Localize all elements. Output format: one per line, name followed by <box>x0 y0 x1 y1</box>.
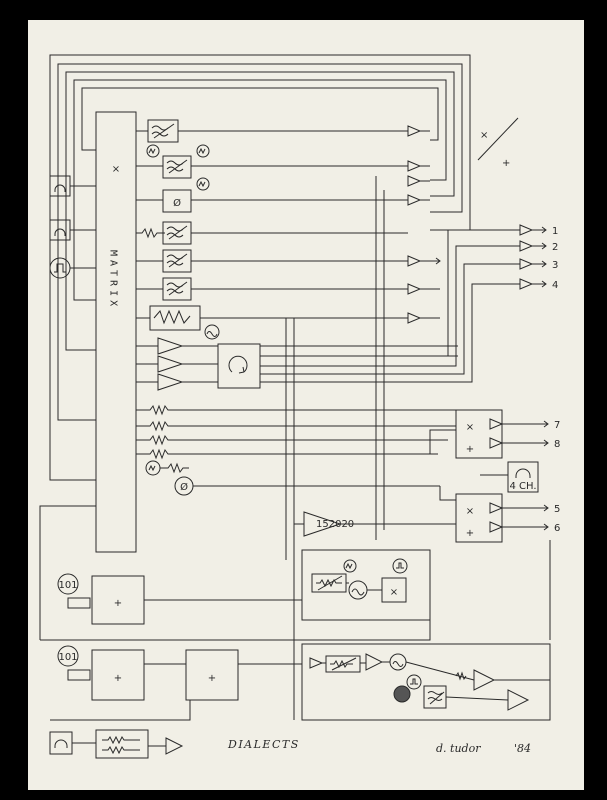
middle-processing-group: × <box>301 549 431 621</box>
headphone-icon <box>515 468 531 478</box>
corner-times: × <box>480 130 488 141</box>
mixer-plus-3: + <box>114 598 122 609</box>
oscillator-c <box>196 177 210 191</box>
mixer-plus-1: + <box>466 444 474 455</box>
speaker-2 <box>57 645 79 667</box>
oscillator-e <box>145 460 161 476</box>
rotation-module <box>217 343 261 389</box>
speaker-1 <box>57 573 79 595</box>
phase-symbol-2: Ø <box>180 481 188 493</box>
waveform-module <box>149 305 201 331</box>
input-sources <box>49 175 96 279</box>
mixer-5-6: × + 5 6 <box>429 429 560 543</box>
lower-mixers: 101 + 101 + + <box>39 505 431 721</box>
mixer-plus-4: + <box>114 673 122 684</box>
drawing-title: DIALECTS <box>227 738 300 751</box>
mixer-times-1: × <box>466 422 474 433</box>
corner-plus: + <box>502 158 510 169</box>
oscillator-b <box>196 144 210 158</box>
matrix-symbol: × <box>112 164 120 175</box>
year: '84 <box>514 742 531 755</box>
mixer-plus-2: + <box>466 528 474 539</box>
mixer-7-8: × + 7 8 <box>455 409 560 459</box>
bottom-input-strip <box>49 729 184 759</box>
xor-symbol: × + <box>477 117 519 169</box>
speaker-label-2: 101 <box>58 652 77 663</box>
output-label-4: 4 <box>552 280 558 291</box>
matrix-label: MATRIX <box>108 250 119 310</box>
output-label-3: 3 <box>552 260 558 271</box>
output-label-5: 5 <box>554 504 560 515</box>
resistor-3 <box>136 434 448 446</box>
four-channel-module: 4 CH. <box>480 461 539 493</box>
amp-label: 152020 <box>316 519 354 530</box>
oscillator-a <box>146 144 160 158</box>
output-label-7: 7 <box>554 420 560 431</box>
mixer-times-2: × <box>466 506 474 517</box>
signature: d. tudor <box>436 742 481 755</box>
headphone-input-2 <box>49 219 71 241</box>
oscillator-d <box>204 324 220 340</box>
lower-right-group <box>301 540 551 721</box>
headphone-icon <box>54 184 66 192</box>
amplifier-152020: 152020 <box>294 511 456 537</box>
resistor-4 <box>136 448 438 460</box>
right-amplifiers <box>407 125 441 324</box>
headphone-icon <box>54 228 66 236</box>
middle-times: × <box>390 587 398 598</box>
phase-symbol: Ø <box>173 197 181 209</box>
speaker-label-1: 101 <box>58 580 77 591</box>
output-label-1: 1 <box>552 226 558 237</box>
matrix-block: × MATRIX <box>95 111 137 553</box>
resistor-2 <box>136 420 458 432</box>
pulse-icon <box>54 263 66 273</box>
trunk-lines <box>285 176 385 720</box>
output-label-6: 6 <box>554 523 560 534</box>
outputs-1-4: 1 2 3 4 <box>260 224 558 383</box>
headphone-input-1 <box>49 175 71 197</box>
mixer-plus-5: + <box>208 673 216 684</box>
phase-shifter <box>162 189 192 213</box>
processor-column: Ø <box>136 119 468 496</box>
four-ch-label: 4 CH. <box>509 481 536 492</box>
pulse-generator <box>49 257 71 279</box>
headphone-icon <box>54 739 68 748</box>
filter-1 <box>147 119 179 143</box>
output-label-2: 2 <box>552 242 558 253</box>
output-label-8: 8 <box>554 439 560 450</box>
resistor-1 <box>136 404 468 416</box>
loop-icon <box>228 355 248 374</box>
